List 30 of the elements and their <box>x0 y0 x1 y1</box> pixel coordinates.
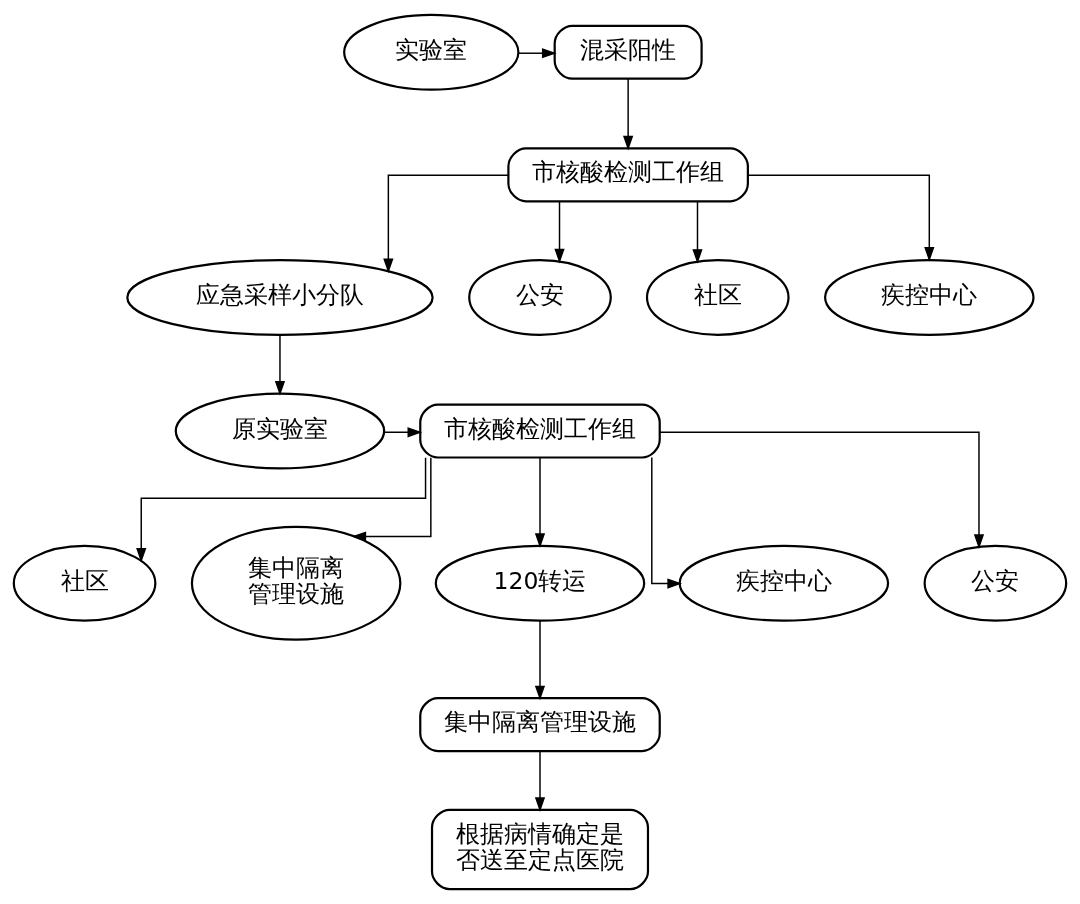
node-ellipse: 公安 <box>923 544 1068 622</box>
node-ellipse: 集中隔离管理设施 <box>190 525 402 641</box>
arrow <box>534 750 546 812</box>
arrow <box>623 78 634 151</box>
arrow <box>534 456 546 548</box>
node-box: 混采阳性 <box>553 24 703 80</box>
node-ellipse: 疾控中心 <box>824 259 1035 336</box>
node-box: 根据病情确定是否送至定点医院 <box>430 808 650 891</box>
node-ellipse: 实验室 <box>343 13 520 91</box>
arrow <box>692 200 703 264</box>
node-box: 集中隔离管理设施 <box>419 697 661 753</box>
node-ellipse: 公安 <box>468 259 612 336</box>
arrow <box>747 174 935 262</box>
node-box: 市核酸检测工作组 <box>507 147 749 203</box>
arrow <box>274 334 286 396</box>
node-ellipse: 社区 <box>12 544 157 622</box>
arrow <box>534 620 546 701</box>
node-ellipse: 社区 <box>645 259 790 336</box>
arrow <box>351 456 432 542</box>
arrow <box>136 456 427 563</box>
arrow <box>383 174 509 274</box>
arrow <box>651 456 683 589</box>
node-ellipse: 疾控中心 <box>678 544 890 622</box>
node-box: 市核酸检测工作组 <box>419 403 661 459</box>
arrow <box>554 200 565 264</box>
node-ellipse: 原实验室 <box>174 392 386 470</box>
arrow <box>518 48 557 59</box>
arrow <box>659 431 985 549</box>
node-ellipse: 120转运 <box>434 544 646 622</box>
arrow <box>383 427 423 438</box>
